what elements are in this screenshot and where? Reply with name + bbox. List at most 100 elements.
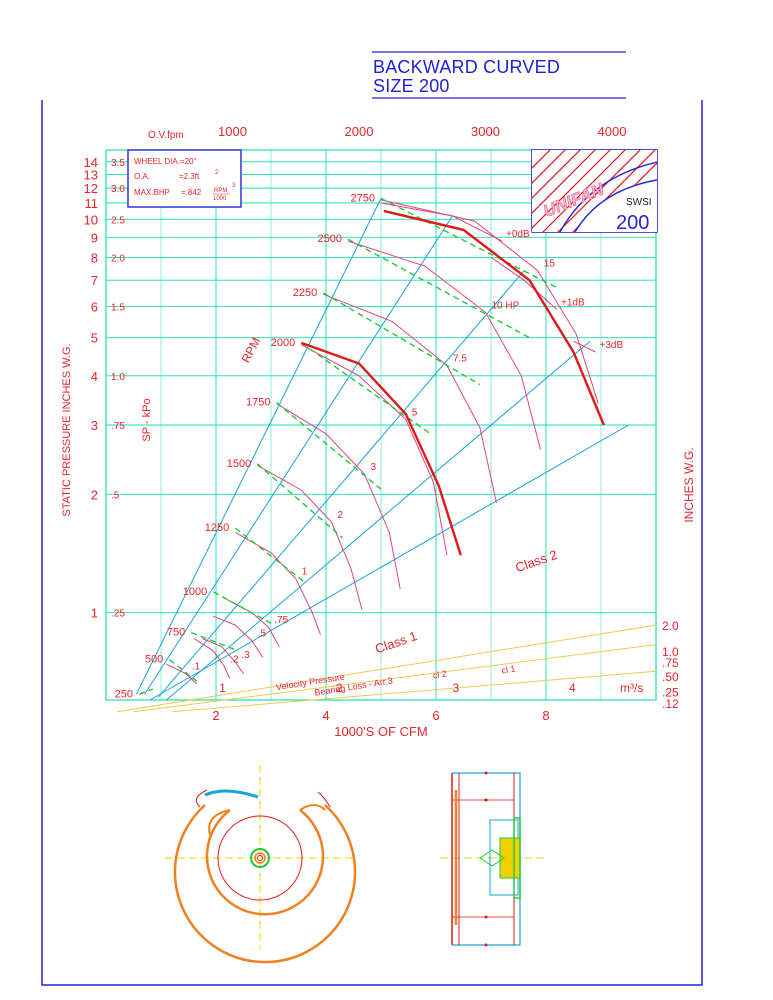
rpm-label: 250 [115,688,133,700]
rpm-curve [191,631,239,652]
info-oa-sup: 2 [215,170,219,176]
secondary-y-tick-label: .25 [111,609,125,620]
velocity-pressure-tick: .75 [662,656,679,670]
y-tick-label: 14 [84,155,98,170]
secondary-y-tick-label: 3.0 [111,184,125,195]
rpm-label: 1500 [227,458,251,470]
rpm-axis-label: RPM [239,335,264,365]
curves [116,197,657,713]
hp-curve-label: 5 [412,407,418,418]
hp-curve-label: 1 [302,567,308,578]
y-tick-label: 3 [91,418,98,433]
velocity-pressure-tick: 1.0 [662,645,679,659]
rpm-label: 2000 [271,337,295,349]
x-tick-label: 2 [212,708,219,723]
rpm-curve [347,238,530,339]
y-axis-title: STATIC PRESSURE INCHES W.G. [61,343,73,516]
metric-flow-tick: 3 [452,681,459,695]
sound-level-curve [380,202,503,242]
hp-curve [301,344,448,556]
rpm-label: 750 [167,627,185,639]
rpm-label: 1000 [183,586,207,598]
rpm-label: 2250 [293,287,317,299]
rpm-curve [212,591,272,624]
secondary-y-tick-label: 2.0 [111,253,125,264]
x-tick-label: 6 [432,708,439,723]
wheel-info-box: WHEEL DIA.=20" O.A. =2.3ft 2 MAX.BHP =.8… [127,149,242,208]
metric-flow-unit: m³/s [620,681,643,695]
velocity-pressure-cl1: cl 1 [501,664,516,676]
hp-curve [323,293,497,504]
fan-side-view-drawing [440,771,545,947]
info-oa-label: O.A. [134,172,150,181]
hp-curve-label: 7.5 [453,353,467,364]
y-tick-label: 1 [91,606,98,621]
hp-curve [347,240,541,450]
x-tick-label: 4 [322,708,329,723]
velocity-pressure-tick: .12 [662,697,679,711]
fan-front-view-drawing [165,765,357,964]
y-tick-label: 9 [91,230,98,245]
hp-curve [213,615,264,658]
sound-level-curve [573,340,596,353]
hp-curve [235,531,321,635]
logo-model-number: 200 [616,212,649,234]
title-line-2: SIZE 200 [373,76,450,96]
velocity-pressure-cl2: cl 2 [432,669,447,681]
limit-curve [300,341,462,556]
hp-curve-label: .1 [192,662,201,673]
rpm-label: 1750 [246,397,270,409]
hp-curve [276,403,401,589]
info-bhp-1000: 1000 [213,196,227,202]
rpm-curve [380,197,558,289]
hp-curve-label: .5 [258,628,267,639]
velocity-pressure-line [116,624,657,713]
limit-curve [383,209,605,426]
rpm-label: 500 [145,654,163,666]
outlet-velocity-label: O.V.fpm [148,130,184,141]
info-bhp-label: MAX.BHP [134,188,170,197]
page-frame [41,100,703,986]
y-tick-label: 10 [84,212,98,227]
rpm-boundary-line [166,340,591,701]
metric-flow-tick: 4 [569,681,576,695]
secondary-y-tick-label: 2.5 [111,215,125,226]
rpm-curve [138,688,154,696]
info-oa-value: =2.3ft [179,172,200,181]
y-tick-label: 6 [91,300,98,315]
y-tick-label: 7 [91,273,98,288]
rpm-curve [256,463,343,539]
y-tick-label: 4 [91,369,98,384]
hp-curve-label: .75 [274,615,288,626]
velocity-pressure-line [171,670,657,713]
hp-curve [226,599,280,647]
sound-level-label: +3dB [600,340,624,351]
rpm-boundary-line [157,270,525,698]
secondary-y-tick-label: 1.5 [111,303,125,314]
hp-curve-label: .3 [241,650,250,661]
rpm-boundary-line [144,215,453,695]
info-bhp-value: =.842 [181,188,202,197]
hp-curve-label: .2 [230,654,239,665]
secondary-y-tick-label: .5 [111,490,120,501]
logo-hatch [532,150,657,232]
rpm-curve [234,527,305,583]
info-bhp-rpm: RPM [214,188,227,194]
logo-model-code: SWSI [626,197,652,208]
hp-curve-label: 15 [544,259,556,270]
sound-level-label: +0dB [506,229,530,240]
y-tick-label: 8 [91,250,98,265]
rpm-boundary-line [149,424,629,701]
rpm-boundary-line [135,198,382,695]
y-tick-label: 11 [85,196,99,211]
velocity-pressure-tick: .25 [662,686,679,700]
hp-curve [166,663,198,685]
y-axis-right-title: INCHES W.G. [682,447,696,522]
hp-curve [257,464,363,610]
outlet-velocity-tick: 3000 [471,124,500,139]
outlet-velocity-tick: 1000 [218,124,247,139]
y-axis-secondary-title: SP - kPo [141,398,153,441]
hp-curve-label: 10 HP [492,300,520,311]
